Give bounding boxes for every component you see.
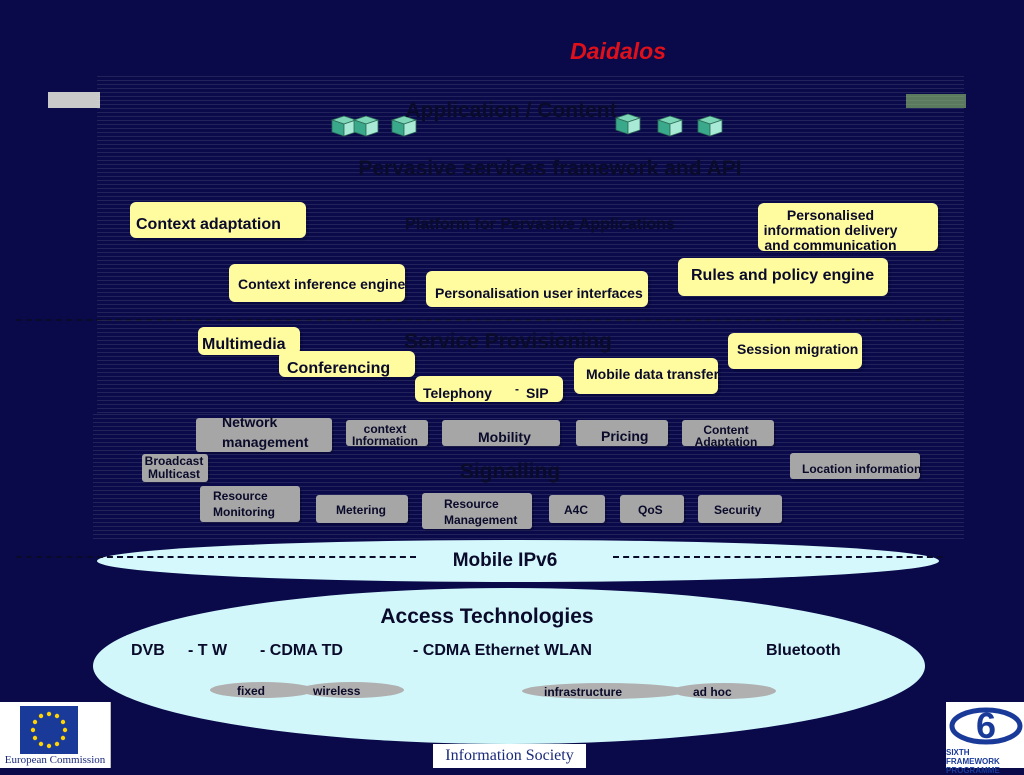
svg-text:6: 6 — [976, 705, 996, 746]
telephony-sip-box: Telephony - SIP — [415, 376, 563, 402]
ipv6-separator-left — [16, 556, 416, 558]
security-label: Security — [714, 503, 762, 517]
tw-label: - T W — [188, 642, 228, 659]
context-inference-box: Context inference engine — [229, 264, 405, 302]
block-icon — [614, 113, 642, 135]
pervasive-framework-heading: Pervasive services framework and API — [358, 157, 742, 180]
decorative-bar-right — [906, 94, 966, 108]
eu-flag-icon — [20, 706, 78, 754]
resource-management-label: Resource Management — [444, 497, 518, 527]
resource-management-box: Resource Management — [422, 493, 532, 529]
building-blocks-icon — [330, 113, 724, 137]
qos-box: QoS — [620, 495, 684, 523]
context-adaptation-label: Context adaptation — [136, 216, 281, 233]
access-technologies-ellipse — [93, 588, 925, 744]
conferencing-box: Conferencing — [279, 351, 415, 377]
block-icon — [696, 115, 724, 137]
broadcast-multicast-box: Broadcast Multicast — [142, 454, 208, 482]
rules-policy-engine-box: Rules and policy engine — [678, 258, 888, 296]
mobile-data-transfer-label: Mobile data transfer — [586, 366, 720, 382]
a4c-label: A4C — [564, 503, 589, 517]
information-society-logo: Information Society — [433, 744, 586, 768]
mobile-ipv6-label: Mobile IPv6 — [452, 550, 558, 571]
content-adaptation-label: Content Adaptation — [694, 423, 758, 449]
mobile-ipv6-ellipse — [97, 540, 939, 582]
multimedia-label: Multimedia — [202, 336, 286, 353]
decorative-bar — [48, 92, 100, 108]
qos-label: QoS — [638, 503, 663, 517]
pricing-box: Pricing — [576, 420, 668, 446]
mobility-box: Mobility — [442, 420, 560, 446]
dvb-label: DVB — [131, 642, 165, 659]
multimedia-box: Multimedia — [198, 327, 300, 355]
cdma-ethernet-wlan-label: - CDMA Ethernet WLAN — [413, 642, 592, 659]
application-layer-heading: Application / Content — [405, 99, 617, 122]
block-icon — [330, 115, 358, 137]
sixth-framework-text: SIXTH FRAMEWORK PROGRAMME — [946, 748, 1000, 775]
european-commission-logo: European Commission — [0, 702, 111, 768]
network-management-label: Network management — [222, 414, 309, 450]
pricing-label: Pricing — [601, 428, 649, 444]
block-icon — [352, 115, 380, 137]
security-box: Security — [698, 495, 782, 523]
infrastructure-pill — [522, 683, 686, 699]
service-provisioning-heading: Service Provisioning — [404, 330, 612, 353]
location-information-label: Location information — [802, 462, 922, 476]
conferencing-label: Conferencing — [287, 360, 391, 377]
personalised-delivery-box: Personalised information delivery and co… — [758, 203, 938, 253]
eu-stars-icon — [30, 711, 68, 749]
block-icon — [390, 115, 418, 137]
signalling-heading: Signalling — [459, 460, 561, 483]
context-adaptation-box: Context adaptation — [130, 202, 306, 238]
metering-label: Metering — [336, 503, 387, 517]
wireless-label: wireless — [313, 684, 361, 698]
personalisation-ui-label: Personalisation user interfaces — [435, 285, 643, 301]
personalisation-ui-box: Personalisation user interfaces — [426, 271, 648, 307]
layer-separator — [16, 319, 951, 321]
sixth-framework-logo: 6 SIXTH FRAMEWORK PROGRAMME — [946, 702, 1024, 775]
block-icon — [656, 115, 684, 137]
context-information-label: context Information — [352, 422, 418, 448]
personalised-delivery-label: Personalised information delivery and co… — [763, 207, 898, 253]
mobile-data-transfer-box: Mobile data transfer — [574, 358, 720, 394]
session-migration-box: Session migration — [728, 333, 862, 369]
context-inference-label: Context inference engine — [238, 276, 406, 292]
mobility-label: Mobility — [478, 429, 531, 445]
rules-policy-engine-label: Rules and policy engine — [691, 267, 875, 284]
bluetooth-label: Bluetooth — [766, 642, 841, 659]
resource-monitoring-label: Resource Monitoring — [213, 489, 275, 519]
resource-monitoring-box: Resource Monitoring — [200, 486, 300, 522]
sip-label: SIP — [526, 385, 549, 401]
network-management-box: Network management — [196, 414, 332, 452]
sixth-framework-icon: 6 — [949, 705, 1023, 746]
content-adaptation-box: Content Adaptation — [682, 420, 774, 449]
ipv6-separator-right — [613, 556, 943, 558]
access-technologies-heading: Access Technologies — [380, 605, 594, 628]
fixed-pill — [210, 682, 314, 698]
page-title: Daidalos — [570, 38, 666, 64]
a4c-box: A4C — [549, 495, 605, 523]
infrastructure-label: infrastructure — [544, 685, 623, 699]
broadcast-multicast-label: Broadcast Multicast — [144, 454, 204, 481]
separator-dash: - — [515, 382, 519, 396]
adhoc-label: ad hoc — [693, 685, 732, 699]
metering-box: Metering — [316, 495, 408, 523]
adhoc-pill — [672, 683, 776, 699]
location-information-box: Location information — [790, 453, 922, 479]
cdma-td-label: - CDMA TD — [260, 642, 343, 659]
session-migration-label: Session migration — [737, 341, 859, 357]
context-information-box: context Information — [346, 420, 428, 448]
fixed-label: fixed — [237, 684, 266, 698]
platform-label: Platform for Pervasive Applications — [405, 216, 675, 233]
european-commission-text: European Commission — [4, 754, 106, 766]
telephony-label: Telephony — [423, 385, 492, 401]
wireless-pill — [300, 682, 404, 698]
